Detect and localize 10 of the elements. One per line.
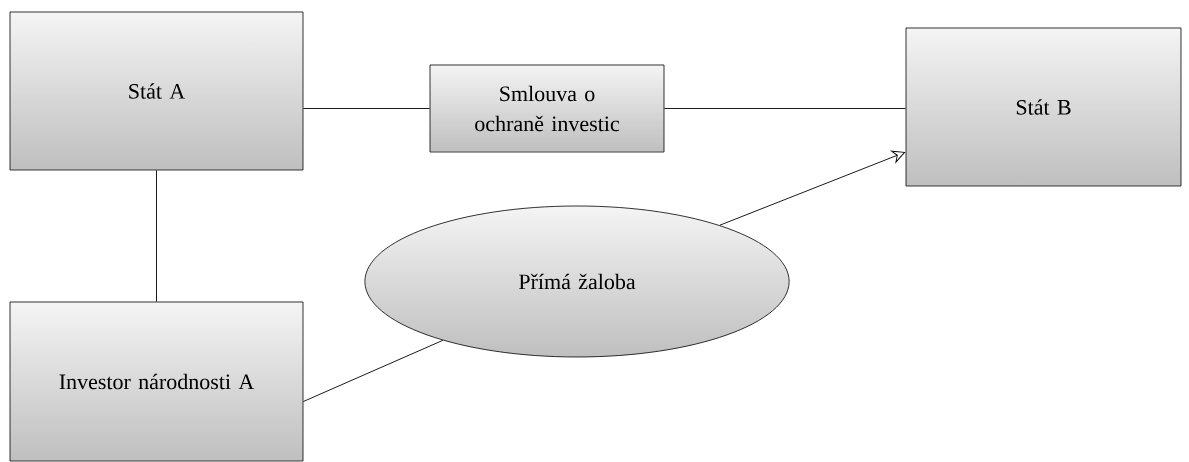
process-box: Stát A	[9, 11, 304, 171]
connector-line	[302, 108, 431, 109]
connector-line	[302, 339, 444, 402]
process-box: Investor národnosti A	[9, 301, 304, 462]
process-box: Stát B	[905, 27, 1182, 187]
process-box: Smlouva o ochraně investic	[429, 64, 665, 153]
connector-line	[156, 169, 157, 303]
connector-line	[663, 108, 907, 109]
oval-node: Přímá žaloba	[364, 205, 790, 358]
arrow	[719, 150, 906, 226]
